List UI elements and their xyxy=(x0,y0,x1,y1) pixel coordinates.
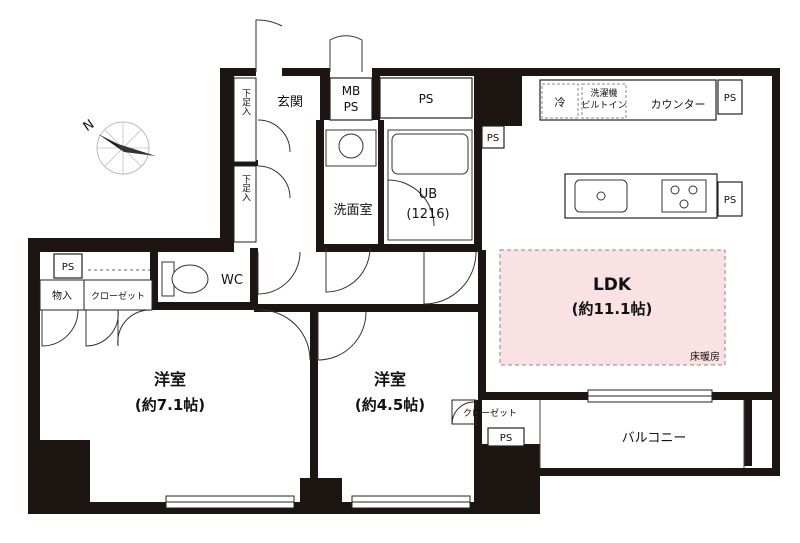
bathtub-icon xyxy=(387,129,473,241)
sink-icon xyxy=(574,179,628,213)
compass: N xyxy=(81,117,156,175)
toilet-icon xyxy=(171,264,209,294)
washer-label-2: ビルトイン xyxy=(581,100,626,111)
ldk-label: LDK xyxy=(593,275,632,295)
entrance-label: 玄関 xyxy=(277,95,303,110)
washer-space xyxy=(581,83,627,119)
wc-label: WC xyxy=(221,273,243,288)
fridge-space xyxy=(541,83,579,119)
washbasin-icon xyxy=(325,129,377,167)
wc-fixtures xyxy=(161,261,209,297)
kitchen xyxy=(539,79,718,219)
closet-main-label: クローゼット xyxy=(91,290,145,302)
fridge-label: 冷 xyxy=(555,96,566,109)
bath-label: UB xyxy=(419,187,437,202)
storage-outlines xyxy=(39,77,477,425)
storage-label: 物入 xyxy=(52,289,72,302)
ps-box-right-top xyxy=(717,79,743,115)
ps-boxes xyxy=(53,77,743,447)
ps-right-top-label: PS xyxy=(724,93,736,104)
mb-ps-label: PS xyxy=(344,100,359,114)
ps-right-mid-label: PS xyxy=(724,195,736,206)
ps-bottom-label: PS xyxy=(500,433,512,444)
ps-box-top xyxy=(379,77,473,119)
balcony xyxy=(539,400,745,468)
compass-needle-icon xyxy=(98,134,124,152)
ps-box-right-mid xyxy=(717,181,743,217)
washer-label-1: 洗濯機 xyxy=(590,87,617,99)
shoebox-label-2: 下足入 xyxy=(240,175,251,202)
windows xyxy=(165,389,713,509)
mb-label: MB xyxy=(342,84,361,98)
balcony-label: バルコニー xyxy=(622,431,687,446)
ldk-floor-heating-area xyxy=(499,249,726,366)
stove-icon xyxy=(661,179,707,213)
entrance-door xyxy=(255,19,283,72)
ps-left-label: PS xyxy=(62,262,74,273)
floor-heating-note: 床暖房 xyxy=(690,350,720,363)
washroom-label: 洗面室 xyxy=(333,202,372,218)
western-small-label: 洋室 xyxy=(374,370,406,389)
bath-fixtures xyxy=(325,129,473,241)
western-small-size: (約4.5帖) xyxy=(355,396,425,414)
western-large-size: (約7.1帖) xyxy=(135,396,205,414)
closet-small-label: クローゼット xyxy=(463,407,517,419)
ps-top-label: PS xyxy=(419,92,434,106)
ps-box-bottom xyxy=(487,427,525,447)
western-large-label: 洋室 xyxy=(154,370,186,389)
kitchen-counter xyxy=(539,79,717,121)
doors xyxy=(41,19,477,425)
counter-label: カウンター xyxy=(651,98,706,111)
north-label: N xyxy=(81,117,98,135)
bath-size: (1216) xyxy=(406,207,449,222)
labels: LDK (約11.1帖) 床暖房 洋室 (約7.1帖) 洋室 (約4.5帖) 洗… xyxy=(52,84,736,446)
interior-walls xyxy=(150,120,486,506)
ps-box-near-bath xyxy=(481,125,505,149)
ps-box-left xyxy=(53,253,83,279)
outer-walls xyxy=(28,68,780,514)
ps-near-bath-label: PS xyxy=(487,133,499,144)
ldk-size: (約11.1帖) xyxy=(572,300,653,318)
shoebox-label-1: 下足入 xyxy=(240,89,251,116)
mb-ps-box xyxy=(329,77,373,121)
